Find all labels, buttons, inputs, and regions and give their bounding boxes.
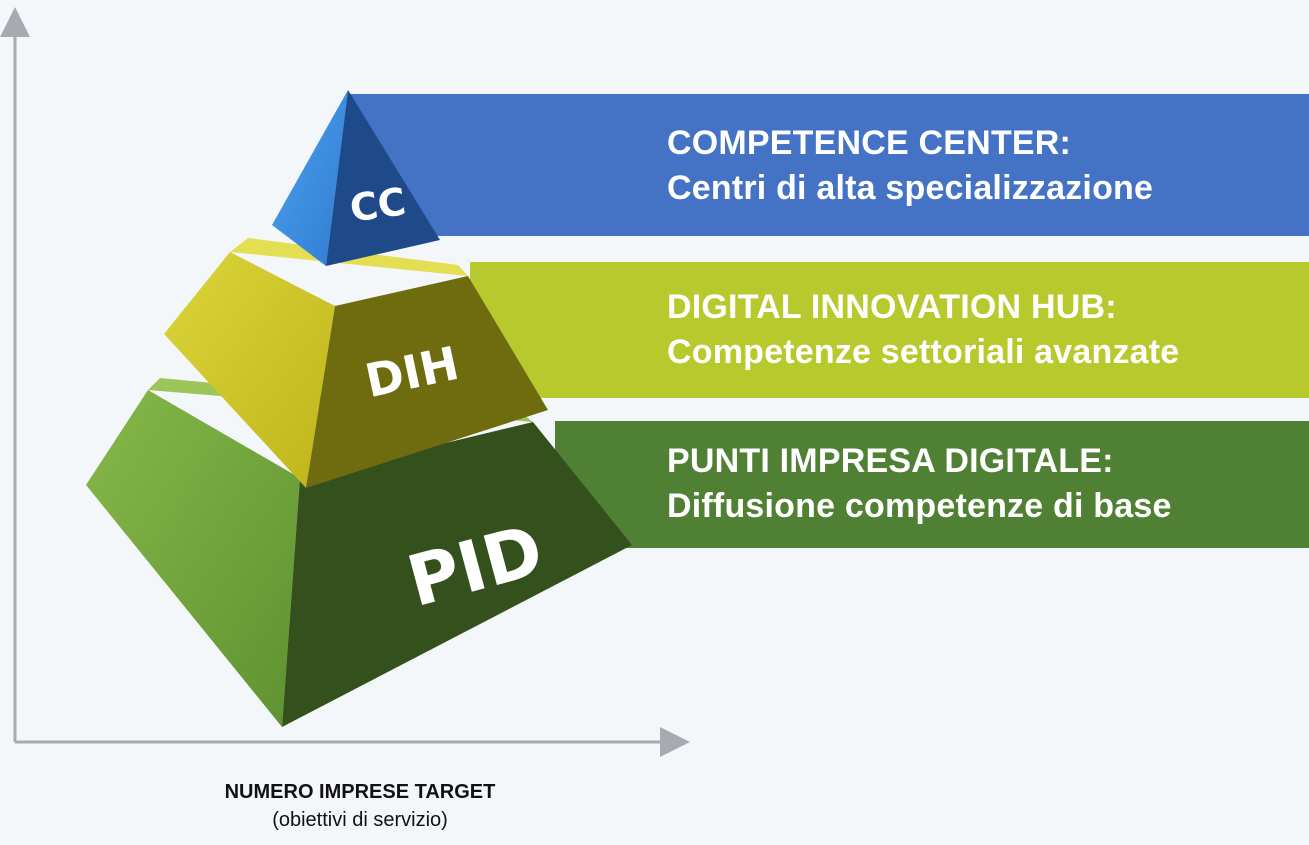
x-axis-caption: NUMERO IMPRESE TARGET (obiettivi di serv… bbox=[160, 778, 560, 834]
pid-right-face bbox=[282, 422, 632, 727]
cc-subtitle: Centri di alta specializzazione bbox=[667, 169, 1154, 207]
band-cc bbox=[350, 94, 1309, 236]
band-text-dih: DIGITAL INNOVATION HUB: Competenze setto… bbox=[667, 285, 1179, 375]
cc-right-face bbox=[326, 90, 440, 266]
pid-title: PUNTI IMPRESA DIGITALE: bbox=[667, 442, 1114, 480]
band-text-pid: PUNTI IMPRESA DIGITALE: Diffusione compe… bbox=[667, 439, 1172, 529]
dih-left-face bbox=[164, 252, 335, 488]
cc-title: COMPETENCE CENTER: bbox=[667, 124, 1072, 162]
pid-subtitle: Diffusione competenze di base bbox=[667, 487, 1172, 525]
dih-subtitle: Competenze settoriali avanzate bbox=[667, 333, 1180, 371]
band-dih bbox=[470, 262, 1309, 398]
x-axis-label: NUMERO IMPRESE TARGET bbox=[224, 781, 496, 803]
band-text-cc: COMPETENCE CENTER: Centri di alta specia… bbox=[667, 121, 1153, 211]
band-pid bbox=[555, 421, 1309, 548]
dih-title: DIGITAL INNOVATION HUB: bbox=[667, 288, 1117, 326]
cc-left-face bbox=[272, 90, 348, 266]
pyramid-tier-cc bbox=[272, 90, 440, 266]
dih-right-face bbox=[306, 276, 548, 488]
pid-left-face bbox=[86, 390, 300, 727]
x-axis-sublabel: (obiettivi di servizio) bbox=[272, 809, 448, 831]
pyramid-label-cc: CC bbox=[347, 179, 408, 230]
